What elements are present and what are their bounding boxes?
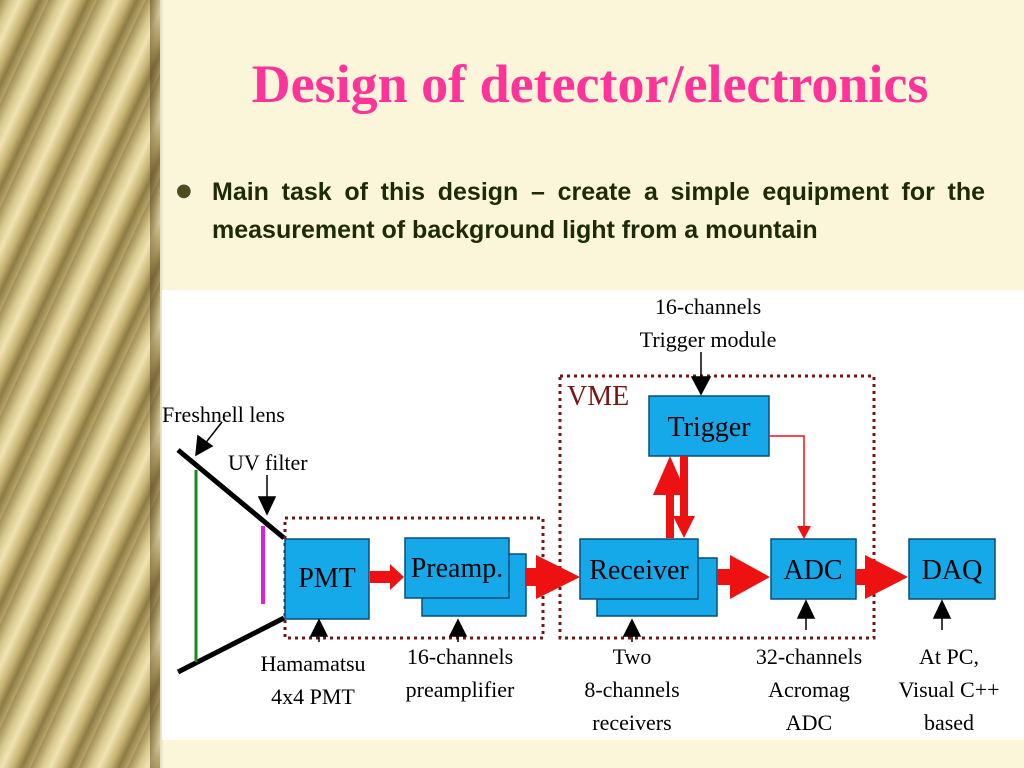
pmt-block: PMT	[284, 538, 370, 620]
vme-label: VME	[567, 381, 629, 412]
preamp-annotation-line1: 16-channels	[407, 644, 513, 669]
lens-annotation: Freshnell lens	[162, 402, 285, 427]
receiver-to-trigger-arrow	[653, 456, 687, 538]
adc-annotation-line1: 32-channels	[756, 644, 862, 669]
vme-crate-outline	[558, 374, 876, 640]
trigger-block: Trigger	[648, 395, 770, 457]
receiver-to-adc-arrow	[717, 555, 770, 599]
daq-annotation-line2: Visual C++	[898, 677, 999, 702]
uv-filter-annotation: UV filter	[228, 450, 308, 475]
receiver-annotation-line1: Two	[613, 644, 652, 669]
decorative-stripe-border	[0, 0, 160, 768]
trigger-to-adc-line	[769, 435, 805, 526]
trigger-module-annotation-line1: 16-channels	[655, 294, 761, 319]
signal-arrows	[370, 456, 908, 599]
preamp-block: Preamp.	[404, 537, 527, 617]
slide-title: Design of detector/electronics	[251, 54, 929, 114]
pmt-annotation-line2: 4x4 PMT	[271, 684, 355, 709]
optics-cone	[176, 448, 286, 675]
adc-annotation-line3: ADC	[786, 710, 832, 735]
pmt-label: PMT	[298, 563, 356, 594]
receiver-label: Receiver	[589, 555, 689, 586]
bullet-text: Main task of this design – create a simp…	[212, 178, 985, 244]
trigger-to-receiver-arrow	[673, 456, 695, 538]
diagram-panel: VME PMT Preamp. Receiver Trigger ADC DAQ	[162, 290, 1024, 740]
trigger-label: Trigger	[668, 412, 752, 443]
detector-electronics-diagram: VME PMT Preamp. Receiver Trigger ADC DAQ	[162, 294, 1000, 735]
preamp-to-receiver-arrow	[526, 555, 580, 599]
stripe-shadow	[150, 0, 164, 768]
daq-label: DAQ	[922, 555, 983, 586]
receiver-annotation-line3: receivers	[592, 710, 671, 735]
receiver-block: Receiver	[579, 538, 718, 617]
trigger-module-annotation-line2: Trigger module	[640, 327, 777, 352]
pmt-to-preamp-arrow	[370, 564, 404, 590]
adc-to-daq-arrow	[856, 555, 908, 599]
adc-annotation-line2: Acromag	[768, 677, 850, 702]
preamp-label: Preamp.	[411, 553, 504, 584]
preamp-annotation-line2: preamplifier	[406, 677, 515, 702]
adc-block: ADC	[770, 538, 857, 600]
annotation-pointers	[195, 352, 952, 642]
bullet-dot-icon: ●	[176, 180, 192, 201]
daq-block: DAQ	[908, 538, 996, 600]
pmt-annotation-line1: Hamamatsu	[260, 651, 365, 676]
daq-annotation-line1: At PC,	[919, 644, 979, 669]
trigger-to-adc-arrowhead	[797, 526, 811, 539]
receiver-annotation-line2: 8-channels	[584, 677, 679, 702]
adc-label: ADC	[783, 555, 842, 586]
daq-annotation-line3: based	[924, 710, 974, 735]
